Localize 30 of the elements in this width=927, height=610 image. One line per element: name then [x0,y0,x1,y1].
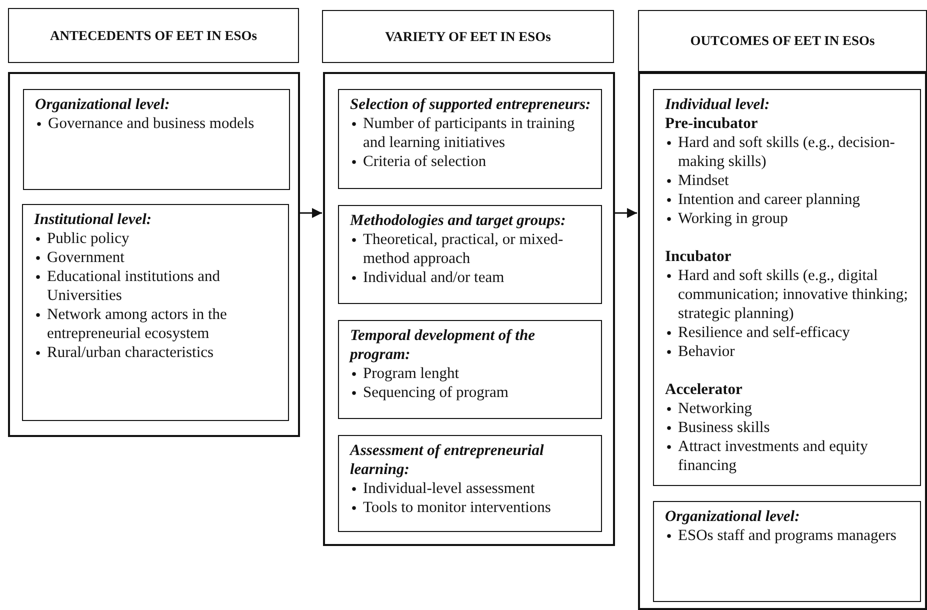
heading-box [638,10,927,72]
section-heading: Assessment of entrepreneurial learning: [350,441,545,479]
section-heading: Organizational level: [665,507,801,526]
group-box [323,72,615,546]
section-heading: Institutional level: [34,210,153,229]
section-heading: Selection of supported entrepreneurs: [350,95,592,114]
content-box [653,89,921,486]
section-heading: Individual level: [665,95,771,114]
content-box [338,435,602,532]
group-box [638,72,927,610]
heading-text: VARIETY OF EET IN ESOs [385,28,551,44]
content-box [338,320,602,419]
section-heading: Methodologies and target groups: [350,211,567,230]
subheading: Pre-incubator [665,114,759,133]
content-box [338,89,602,189]
section-heading: Temporal development of the program: [350,326,536,364]
subheading: Incubator [665,247,732,266]
group-box [8,72,300,437]
heading-box [8,8,299,63]
arrow [615,208,637,218]
subheading: Accelerator [665,380,744,399]
content-box [338,205,602,304]
heading-box [322,10,614,63]
content-box [23,89,290,190]
heading-text: ANTECEDENTS OF EET IN ESOs [50,28,258,44]
arrow [300,208,322,218]
content-box [653,501,921,602]
section-heading: Organizational level: [35,95,171,114]
content-box [22,204,289,421]
heading-text: OUTCOMES OF EET IN ESOs [690,33,875,49]
